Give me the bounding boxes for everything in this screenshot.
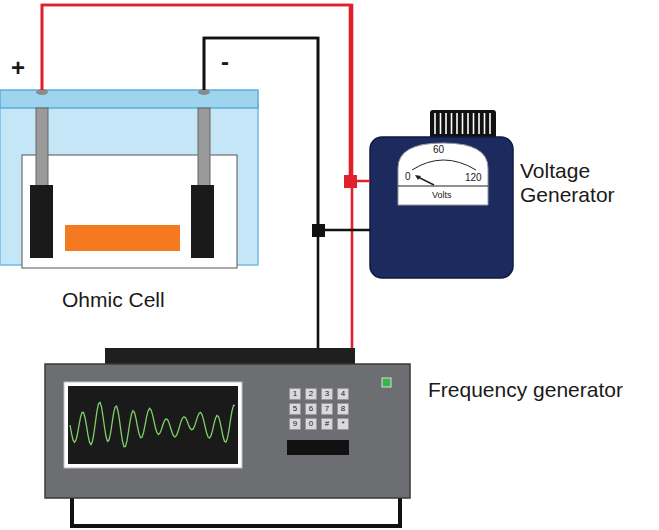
- keypad-key: #: [321, 418, 333, 430]
- fin: [478, 113, 480, 134]
- meter-needle: [418, 177, 434, 185]
- wire: [42, 5, 352, 348]
- keypad-key: 4: [337, 388, 349, 400]
- keypad-key: *: [337, 418, 349, 430]
- needle-head: [415, 175, 421, 180]
- fin: [440, 113, 442, 134]
- junction: [312, 224, 325, 237]
- key-label: 1: [290, 389, 300, 399]
- fin: [445, 113, 447, 134]
- display: [287, 440, 349, 455]
- meter-dial: 60 0 120Volts: [398, 143, 488, 205]
- electrode: [30, 185, 53, 258]
- wire: [204, 38, 370, 230]
- key-label: 2: [306, 389, 316, 399]
- voltage-generator: 600120VoltsVoltage Generator: [370, 137, 513, 278]
- polarity-sign: +: [11, 56, 25, 80]
- screen-frame: [64, 382, 242, 468]
- keypad-key: 6: [305, 403, 317, 415]
- key-label: 3: [322, 389, 332, 399]
- frequency-generator-drawing: [45, 348, 410, 526]
- screen: [68, 386, 238, 464]
- polarity-sign: -: [221, 50, 229, 74]
- keypad-key: 1: [289, 388, 301, 400]
- meter-scale-label: 120: [465, 172, 482, 184]
- device-label: Voltage Generator: [520, 159, 632, 207]
- ohmic-cell: Ohmic Cell: [0, 90, 258, 268]
- generator-body: [370, 137, 513, 278]
- device-label: Frequency generator: [428, 378, 623, 402]
- fin: [467, 113, 469, 134]
- meter-scale-label: 0: [405, 171, 411, 183]
- fin: [489, 113, 491, 134]
- key-label: 4: [338, 389, 348, 399]
- ohmic-cell-drawing: [0, 89, 258, 268]
- voltage-generator-drawing: [370, 110, 513, 278]
- frequency-generator: 1234567890#*Frequency generator: [45, 348, 410, 498]
- key-label: 9: [290, 419, 300, 429]
- electrode-rod: [36, 108, 48, 188]
- key-label: 8: [338, 404, 348, 414]
- key-label: #: [322, 419, 332, 429]
- meter-line: [398, 186, 488, 187]
- meter-face: [398, 143, 488, 205]
- wire: [42, 5, 370, 181]
- generator-body: [45, 364, 410, 498]
- fin: [434, 113, 436, 134]
- fin: [484, 113, 486, 134]
- electrode-rod: [198, 108, 210, 188]
- waveform: [70, 402, 235, 446]
- device-label: Ohmic Cell: [62, 288, 165, 312]
- keypad-key: 2: [305, 388, 317, 400]
- sample: [65, 225, 180, 251]
- fin: [462, 113, 464, 134]
- keypad-key: 9: [289, 418, 301, 430]
- meter-scale-label: Volts: [432, 190, 452, 200]
- key-label: 0: [306, 419, 316, 429]
- wire: [204, 38, 318, 348]
- meter-scale: [412, 160, 476, 170]
- fin: [473, 113, 475, 134]
- keypad-key: 0: [305, 418, 317, 430]
- key-label: *: [338, 419, 348, 429]
- key-label: 5: [290, 404, 300, 414]
- electrode: [191, 185, 214, 258]
- keypad-key: 5: [289, 403, 301, 415]
- key-label: 7: [322, 404, 332, 414]
- key-label: 6: [306, 404, 316, 414]
- keypad-key: 8: [337, 403, 349, 415]
- led: [382, 378, 391, 387]
- fin: [451, 113, 453, 134]
- keypad-key: 3: [321, 388, 333, 400]
- cell-lid: [0, 90, 258, 108]
- fin: [456, 113, 458, 134]
- keypad-key: 7: [321, 403, 333, 415]
- meter-scale-label: 60: [433, 144, 444, 156]
- fins: [435, 113, 490, 134]
- junction: [344, 175, 357, 188]
- stand: [72, 497, 400, 526]
